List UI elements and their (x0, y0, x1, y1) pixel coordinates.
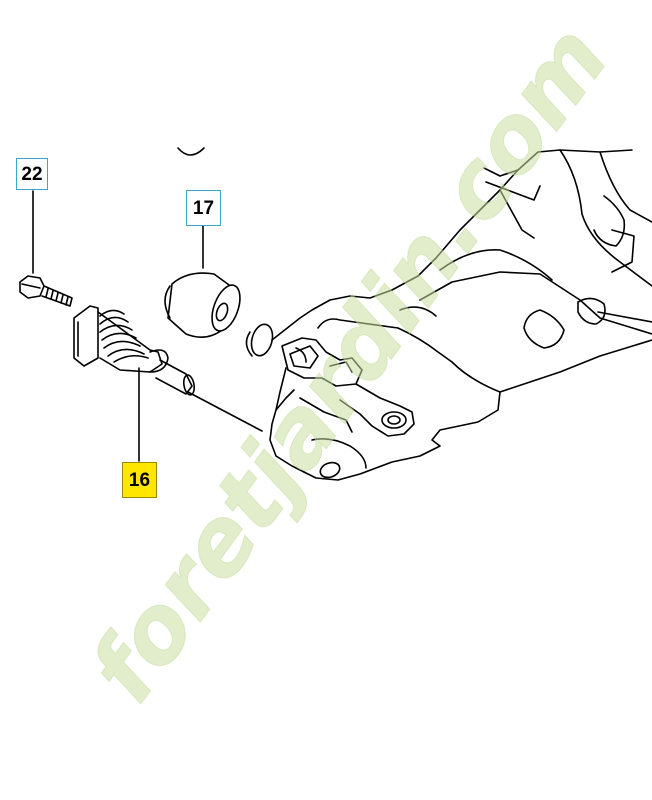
part-number-22[interactable]: 22 (16, 158, 48, 190)
screw-part-22 (19, 275, 73, 307)
chassis-frame (269, 149, 652, 481)
partial-ring-outline (177, 147, 205, 156)
part-number-17[interactable]: 17 (186, 190, 221, 226)
mounting-bracket (275, 337, 415, 479)
part-number-16-highlighted[interactable]: 16 (122, 462, 157, 498)
watermark: foretjardin.com (69, 6, 630, 721)
spring-damper-part-16 (73, 305, 196, 396)
watermark-text: foretjardin.com (69, 6, 629, 720)
assembly-axis-line (187, 391, 263, 432)
washer (245, 323, 274, 357)
bushing-part-17 (164, 272, 241, 338)
